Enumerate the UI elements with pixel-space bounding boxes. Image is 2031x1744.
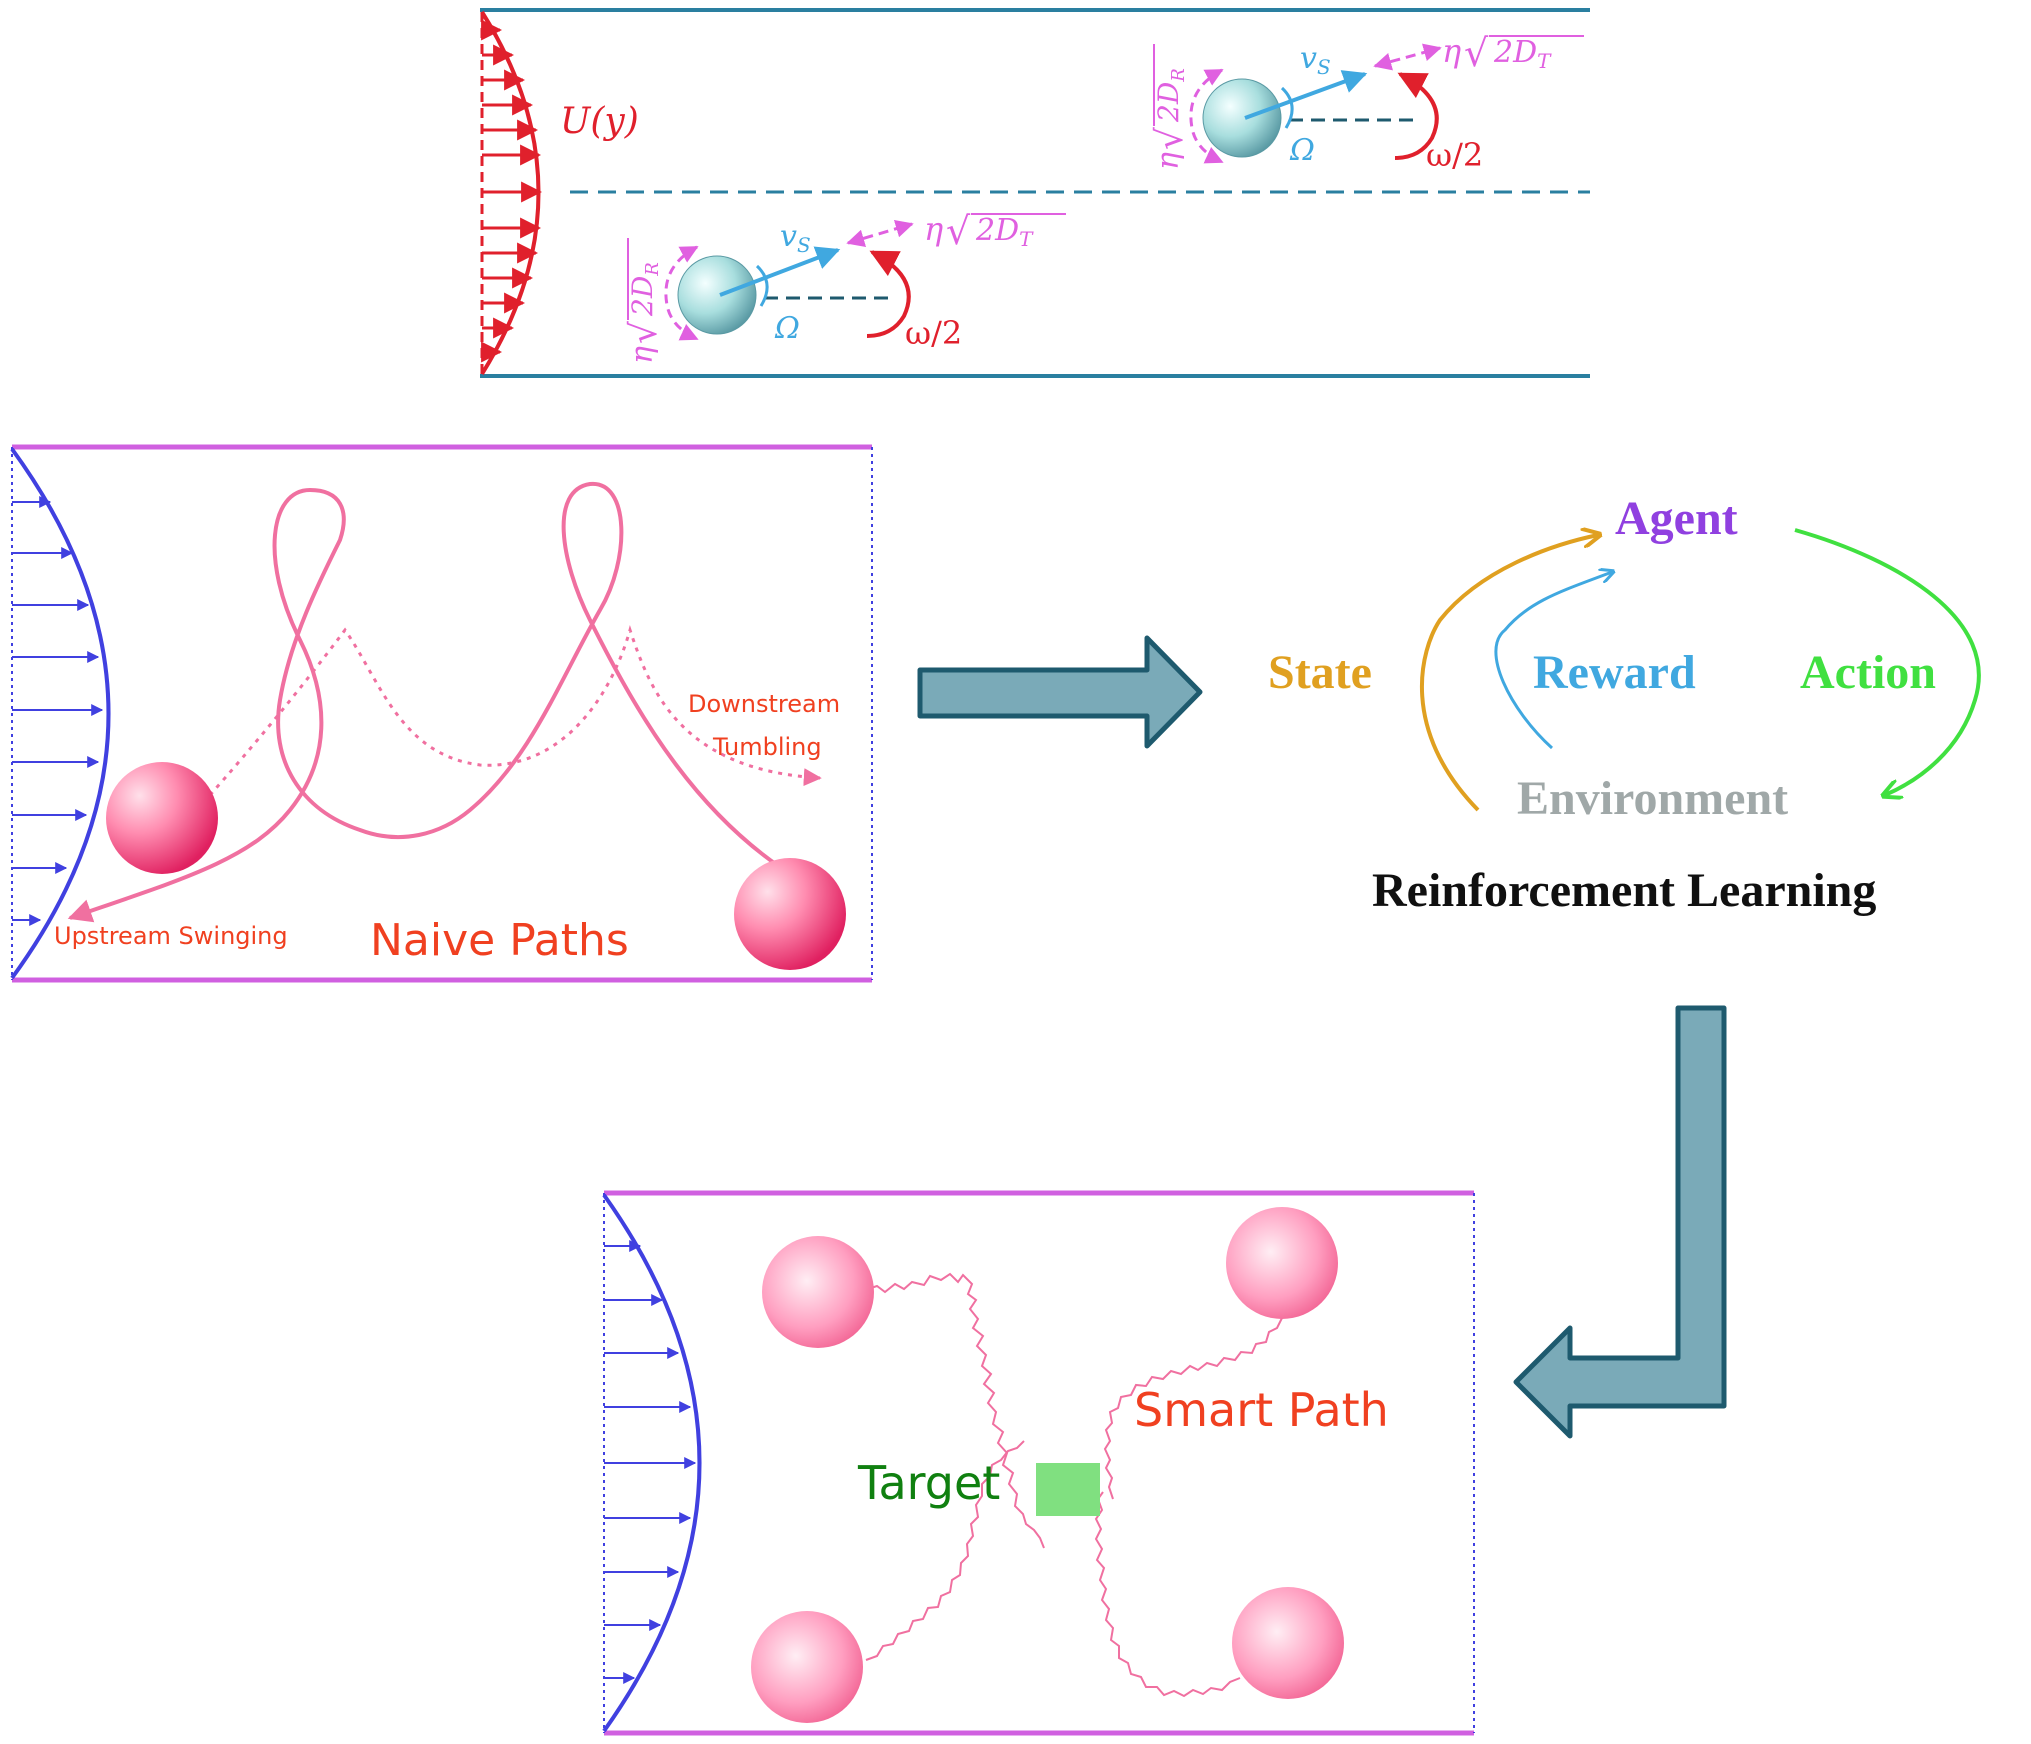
- naive-paths-panel: Downstream Tumbling Upstream Swinging Na…: [10, 444, 873, 983]
- rl-action-label: Action: [1800, 646, 1936, 699]
- svg-text:√: √: [946, 209, 971, 253]
- upper-omega-half-label: ω/2: [1426, 136, 1483, 174]
- svg-text:η: η: [625, 346, 660, 364]
- smart-flow-profile: [602, 1193, 702, 1733]
- rl-agent-label: Agent: [1615, 492, 1738, 545]
- lower-rot-noise-arc: [664, 245, 699, 341]
- smart-particle-bottom-right: [1232, 1587, 1344, 1699]
- rl-reward-label: Reward: [1533, 646, 1696, 699]
- rl-environment-label: Environment: [1517, 772, 1788, 825]
- channel-panel: U(y) vS Ω ω/2 η √ 2DT η √ 2DR: [480, 8, 1590, 378]
- downstream-label: Downstream: [688, 690, 840, 718]
- upper-rot-noise-label: η √ 2DR: [1150, 44, 1191, 170]
- svg-text:η: η: [1442, 32, 1461, 70]
- smart-path-panel: Smart Path Target: [602, 1190, 1475, 1736]
- smart-particle-bottom-left: [751, 1611, 863, 1723]
- lower-particle: [677, 255, 757, 335]
- lower-omega-half-label: ω/2: [905, 314, 962, 352]
- upper-omega-arc: [1280, 86, 1294, 129]
- naive-flow-profile: [10, 447, 111, 980]
- smart-path-top-left: [864, 1272, 1045, 1549]
- lower-swim-label: vS: [780, 219, 811, 257]
- smart-particle-top-right: [1226, 1207, 1338, 1319]
- action-arrow: [1794, 528, 1981, 795]
- target-label: Target: [857, 1456, 1000, 1510]
- upper-swim-arrow: [1244, 70, 1368, 120]
- smart-path-label: Smart Path: [1134, 1383, 1389, 1437]
- svg-text:√: √: [1464, 31, 1489, 75]
- upstream-swinging-path: [67, 481, 802, 923]
- svg-text:2DR: 2DR: [1152, 68, 1189, 123]
- svg-text:√: √: [624, 321, 665, 344]
- smart-particle-top-left: [762, 1236, 874, 1348]
- tumbling-label: Tumbling: [712, 733, 822, 761]
- smart-path-top-right: [1103, 1317, 1283, 1500]
- upper-particle: [1202, 78, 1282, 158]
- svg-text:η: η: [1151, 152, 1186, 170]
- rl-title: Reinforcement Learning: [1372, 864, 1876, 917]
- svg-text:2DT: 2DT: [1493, 35, 1552, 73]
- svg-text:√: √: [1150, 127, 1191, 150]
- smart-wiggly-paths: [864, 1272, 1283, 1698]
- upper-vorticity-arrow: [1394, 72, 1439, 160]
- downstream-tumbling-path: [208, 624, 822, 796]
- arrow-to-rl: [917, 635, 1203, 749]
- upper-swimmer: vS Ω ω/2 η √ 2DT η √ 2DR: [1150, 31, 1584, 174]
- reward-arrow: [1494, 572, 1612, 750]
- lower-swim-arrow: [719, 246, 841, 297]
- upper-trans-noise-arrow: [1373, 43, 1442, 71]
- naive-particle-left: [106, 762, 218, 874]
- lower-swimmer: vS Ω ω/2 η √ 2DT η √ 2DR: [624, 209, 1066, 364]
- svg-text:2DT: 2DT: [975, 213, 1034, 251]
- lower-omega-label: Ω: [774, 311, 800, 346]
- arrow-to-smart-path: [1513, 1005, 1727, 1439]
- lower-rot-noise-label: η √ 2DR: [624, 238, 665, 364]
- lower-omega-arc: [755, 264, 769, 307]
- target-square: [1036, 1463, 1100, 1516]
- state-arrow: [1419, 535, 1598, 812]
- smart-flow-arrows: [604, 1240, 697, 1684]
- svg-text:2DR: 2DR: [626, 262, 663, 317]
- upstream-swinging-label: Upstream Swinging: [54, 922, 288, 950]
- upper-trans-noise-label: η √ 2DT: [1442, 31, 1584, 75]
- flow-profile-label: U(y): [560, 101, 639, 142]
- naive-flow-arrows: [12, 496, 104, 926]
- rl-state-label: State: [1268, 646, 1372, 699]
- naive-particle-right: [734, 858, 846, 970]
- smart-path-bottom-right: [1094, 1491, 1241, 1698]
- flow-velocity-arrows: [481, 19, 543, 363]
- upper-swim-label: vS: [1300, 41, 1331, 79]
- rl-loop: Agent State Reward Action Environment Re…: [1268, 492, 1981, 917]
- naive-paths-title: Naive Paths: [370, 915, 629, 966]
- upper-omega-label: Ω: [1289, 133, 1315, 168]
- lower-trans-noise-label: η √ 2DT: [924, 209, 1066, 253]
- upper-rot-noise-arc: [1189, 68, 1224, 164]
- smart-path-bottom-left: [865, 1440, 1025, 1661]
- lower-trans-noise-arrow: [846, 219, 914, 248]
- svg-text:η: η: [924, 210, 943, 248]
- lower-vorticity-arrow: [866, 250, 911, 338]
